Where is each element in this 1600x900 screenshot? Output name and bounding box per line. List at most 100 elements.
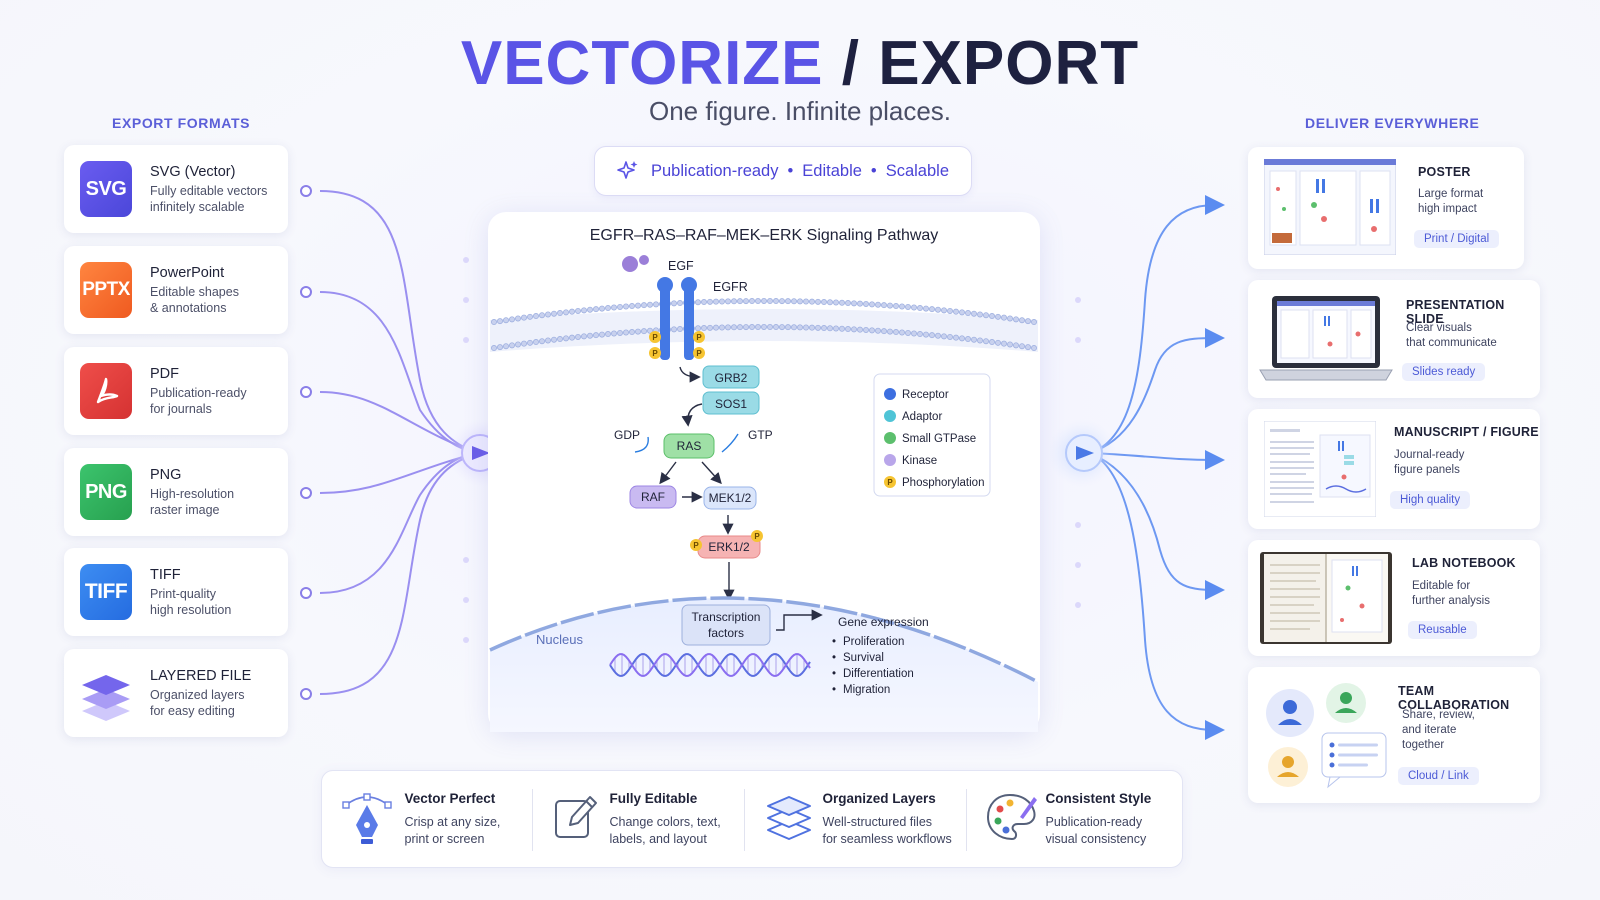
lipid-head — [575, 333, 582, 340]
lipid-head — [874, 327, 881, 334]
lipid-head — [611, 304, 618, 311]
lipid-head — [772, 298, 779, 305]
lipid-head — [670, 326, 677, 333]
svg-text:RAF: RAF — [641, 490, 665, 504]
lipid-head — [910, 330, 917, 337]
lipid-head — [880, 302, 887, 309]
png-format-icon: PNG — [80, 464, 132, 520]
lipid-head — [587, 332, 594, 339]
feature-desc-line1: Publication-ready — [1045, 815, 1143, 829]
svg-text:•: • — [832, 652, 836, 664]
format-card-tiff[interactable]: TIFF TIFF Print-quality high resolution — [64, 548, 288, 636]
title-export: EXPORT — [878, 29, 1140, 98]
lipid-head — [628, 303, 635, 310]
destination-desc-line2: figure panels — [1394, 464, 1460, 476]
format-desc-line2: raster image — [150, 502, 220, 517]
format-desc-line1: Print-quality — [150, 586, 216, 601]
destination-tag: Cloud / Link — [1398, 767, 1479, 785]
export-formats-label: EXPORT FORMATS — [112, 115, 251, 131]
svg-text:•: • — [832, 684, 836, 696]
feature-organized-layers: Organized Layers Well-structured files f… — [746, 771, 966, 869]
svg-text:Small GTPase: Small GTPase — [902, 433, 976, 445]
lipid-head — [886, 328, 893, 335]
lipid-head — [772, 324, 779, 331]
format-card-png[interactable]: PNG PNG High-resolution raster image — [64, 448, 288, 536]
format-card-layered[interactable]: LAYERED FILE Organized layers for easy e… — [64, 649, 288, 737]
lipid-head — [778, 298, 785, 305]
feature-title: Fully Editable — [609, 791, 698, 806]
destination-presentation-slide[interactable]: PRESENTATION SLIDE Clear visuals that co… — [1248, 280, 1540, 398]
sos1-node — [702, 391, 760, 415]
feature-desc-line2: print or screen — [404, 832, 485, 846]
gene-expression-outcomes: •Proliferation •Survival •Differentiatio… — [832, 636, 914, 696]
format-card-pptx[interactable]: PPTX PowerPoint Editable shapes & annota… — [64, 246, 288, 334]
decor-dots — [463, 257, 1081, 643]
lipid-head — [514, 315, 521, 322]
svg-text:P: P — [652, 333, 658, 342]
lipid-head — [868, 327, 875, 334]
feature-consistent-style: Consistent Style Publication-ready visua… — [968, 771, 1182, 869]
egfr-label: EGFR — [713, 280, 748, 294]
destination-manuscript-figure[interactable]: MANUSCRIPT / FIGURE Journal-ready figure… — [1248, 409, 1540, 529]
lipid-head — [910, 304, 917, 311]
lipid-head — [539, 312, 546, 319]
lipid-head — [508, 316, 515, 323]
lipid-head — [1025, 318, 1032, 325]
format-card-pdf[interactable]: PDF Publication-ready for journals — [64, 347, 288, 435]
nucleus-label: Nucleus — [536, 632, 583, 647]
destination-lab-notebook[interactable]: LAB NOTEBOOK Editable for further analys… — [1248, 540, 1540, 656]
feature-desc-line1: Well-structured files — [822, 815, 933, 829]
lipid-head — [784, 324, 791, 331]
lipid-head — [521, 314, 528, 321]
destination-team-collaboration[interactable]: TEAM COLLABORATION Share, review, and it… — [1248, 667, 1540, 803]
badge-separator: • — [787, 161, 794, 180]
lipid-head — [904, 329, 911, 336]
destination-tag: Print / Digital — [1414, 230, 1500, 248]
transcription-factors-node — [681, 604, 771, 646]
raf-node — [629, 485, 677, 509]
lipid-head — [934, 332, 941, 339]
badge-publication-ready: Publication-ready — [651, 161, 779, 180]
poster-thumbnail — [1264, 159, 1396, 255]
lipid-head — [616, 329, 623, 336]
layers-icon — [766, 796, 811, 840]
palette-icon — [986, 793, 1037, 841]
pathway-legend: Receptor Adaptor Small GTPase Kinase Pho… — [873, 373, 991, 497]
destination-title: PRESENTATION SLIDE — [1406, 298, 1505, 326]
feature-divider — [965, 789, 967, 851]
feature-title: Consistent Style — [1045, 791, 1152, 806]
lipid-head — [802, 324, 809, 331]
svg-format-icon: SVG — [80, 161, 132, 217]
egf-ligand — [622, 256, 638, 272]
lipid-head — [581, 333, 588, 340]
feature-desc-line1: Crisp at any size, — [404, 815, 501, 829]
lipid-head — [964, 336, 971, 343]
format-desc-line1: Publication-ready — [150, 385, 247, 400]
lipid-head — [1007, 341, 1014, 348]
gdp-label: GDP — [614, 428, 640, 442]
destination-poster[interactable]: POSTER Large format high impact Print / … — [1248, 147, 1524, 269]
destination-tag: Slides ready — [1402, 363, 1486, 381]
lipid-head — [898, 329, 905, 336]
lipid-head — [976, 311, 983, 318]
format-desc-line1: Organized layers — [150, 687, 245, 702]
pptx-format-icon: PPTX — [80, 262, 132, 318]
connector-dot — [300, 185, 312, 197]
lipid-head — [850, 326, 857, 333]
dna-strand — [609, 653, 811, 677]
lipid-head — [640, 302, 647, 309]
lipid-head — [916, 305, 923, 312]
destination-title: TEAM COLLABORATION — [1398, 684, 1510, 712]
lipid-head — [712, 324, 719, 331]
lipid-head — [844, 326, 851, 333]
format-desc-line2: high resolution — [150, 602, 232, 617]
destination-desc-line1: Share, review, — [1402, 709, 1475, 721]
svg-text:P: P — [696, 349, 702, 358]
feature-desc-line2: for seamless workflows — [822, 832, 952, 846]
pdf-icon — [80, 363, 132, 419]
tiff-format-icon: TIFF — [80, 564, 132, 620]
format-card-svg[interactable]: SVG SVG (Vector) Fully editable vectors … — [64, 145, 288, 233]
lipid-head — [946, 333, 953, 340]
lipid-head — [569, 334, 576, 341]
lipid-head — [634, 328, 641, 335]
